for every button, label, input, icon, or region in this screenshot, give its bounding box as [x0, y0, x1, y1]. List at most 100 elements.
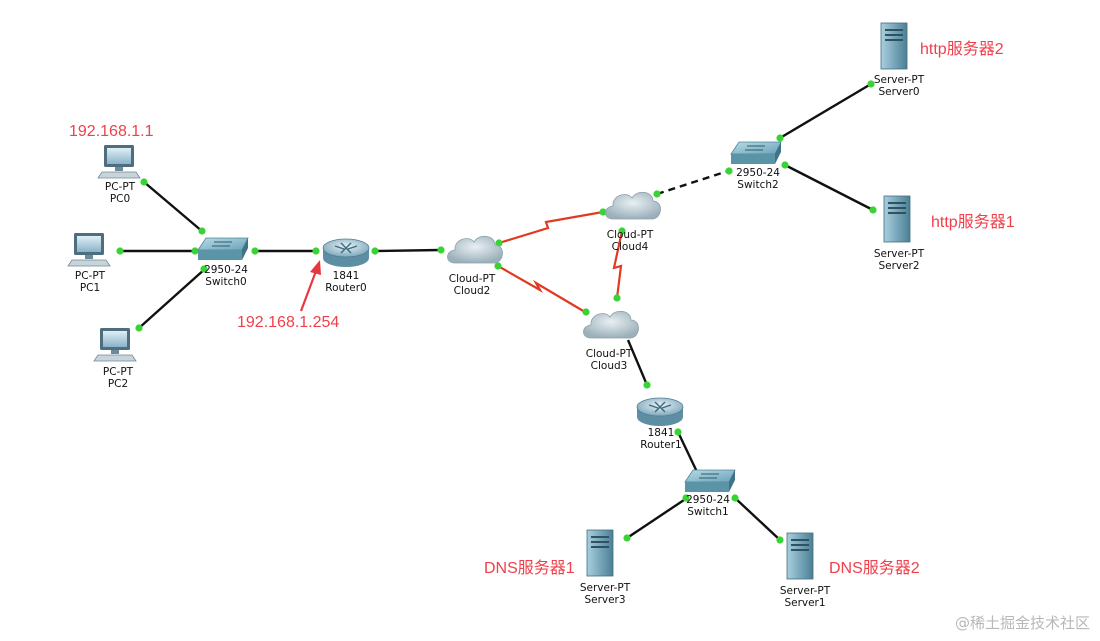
port-light: [618, 227, 626, 235]
device-label-pc0: PC-PT PC0: [98, 181, 142, 205]
port-light: [674, 428, 682, 436]
switch-icon[interactable]: [684, 469, 736, 492]
device-name: Cloud3: [590, 360, 628, 372]
device-label-cloud2: Cloud-PT Cloud2: [443, 273, 501, 297]
device-model: Server-PT: [779, 585, 831, 597]
device-name: Switch0: [205, 276, 247, 288]
annotation-pc0-ip: 192.168.1.1: [69, 123, 154, 140]
device-name: Server3: [584, 594, 626, 606]
port-light: [116, 247, 124, 255]
port-light: [200, 265, 208, 273]
device-label-cloud4: Cloud-PT Cloud4: [601, 229, 659, 253]
port-light: [731, 494, 739, 502]
link-cloud4-switch2: [656, 169, 729, 196]
port-light: [135, 324, 143, 332]
device-label-switch0: 2950-24 Switch0: [198, 264, 254, 288]
device-model: Cloud-PT: [585, 348, 633, 360]
port-light: [725, 167, 733, 175]
device-model: 2950-24: [204, 264, 248, 276]
device-model: 1841: [332, 270, 360, 282]
port-light: [599, 208, 607, 216]
device-label-switch2: 2950-24 Switch2: [730, 167, 786, 191]
device-name: Router0: [325, 282, 367, 294]
port-light: [251, 247, 259, 255]
link-switch1-server3: [626, 497, 688, 539]
server-icon[interactable]: [586, 529, 614, 577]
port-light: [682, 494, 690, 502]
port-light: [867, 80, 875, 88]
pc-icon[interactable]: [93, 328, 137, 362]
pc-icon[interactable]: [67, 233, 111, 267]
link-router0-cloud2: [374, 248, 442, 253]
port-light: [613, 294, 621, 302]
annotation-http-server-2: http服务器2: [920, 41, 1004, 58]
cloud-icon[interactable]: [447, 235, 503, 264]
port-light: [653, 190, 661, 198]
server-icon[interactable]: [786, 532, 814, 580]
link-switch2-server2: [784, 163, 874, 212]
annotation-http-server-1: http服务器1: [931, 214, 1015, 231]
watermark: @稀土掘金技术社区: [954, 614, 1090, 632]
device-label-cloud3: Cloud-PT Cloud3: [580, 348, 638, 372]
port-light: [869, 206, 877, 214]
device-model: PC-PT: [102, 366, 134, 378]
port-light: [494, 262, 502, 270]
device-model: 1841: [647, 427, 675, 439]
server-icon[interactable]: [883, 195, 911, 243]
device-name: PC1: [79, 282, 101, 294]
device-label-server3: Server-PT Server3: [570, 582, 640, 606]
cloud-icon[interactable]: [583, 310, 639, 339]
pc-icon[interactable]: [97, 145, 141, 179]
annotation-router0-ip: 192.168.1.254: [237, 314, 340, 331]
device-name: Server1: [784, 597, 826, 609]
serial-cloud4-cloud3: [612, 230, 624, 299]
device-model: 2950-24: [736, 167, 780, 179]
device-model: PC-PT: [104, 181, 136, 193]
annotation-dns-server-1: DNS服务器1: [484, 560, 575, 577]
device-label-switch1: 2950-24 Switch1: [680, 494, 736, 518]
link-pc0-switch0: [143, 181, 204, 233]
switch-icon[interactable]: [730, 141, 782, 164]
device-name: Server2: [878, 260, 920, 272]
cloud-icon[interactable]: [605, 191, 661, 220]
link-pc2-switch0: [138, 267, 207, 329]
port-light: [582, 308, 590, 316]
annotation-arrow: [299, 260, 321, 312]
device-label-pc1: PC-PT PC1: [68, 270, 112, 294]
link-switch2-server0: [779, 82, 872, 140]
device-model: Cloud-PT: [606, 229, 654, 241]
link-switch1-server1: [734, 497, 781, 541]
port-light: [312, 247, 320, 255]
port-light: [140, 178, 148, 186]
port-light: [191, 247, 199, 255]
device-name: Cloud2: [453, 285, 491, 297]
device-label-server2: Server-PT Server2: [864, 248, 934, 272]
router-icon[interactable]: [636, 397, 684, 426]
serial-cloud2-cloud3: [497, 265, 586, 313]
device-model: Server-PT: [873, 74, 925, 86]
device-model: Server-PT: [873, 248, 925, 260]
port-light: [198, 227, 206, 235]
device-model: 2950-24: [686, 494, 730, 506]
device-name: PC0: [109, 193, 131, 205]
serial-cloud2-cloud4: [498, 210, 604, 245]
device-name: PC2: [107, 378, 129, 390]
device-name: Switch1: [687, 506, 729, 518]
device-label-router1: 1841 Router1: [633, 427, 689, 451]
port-indicators: [116, 80, 877, 544]
router-icon[interactable]: [322, 238, 370, 267]
device-label-pc2: PC-PT PC2: [96, 366, 140, 390]
server-icon[interactable]: [880, 22, 908, 70]
port-light: [781, 161, 789, 169]
device-name: Switch2: [737, 179, 779, 191]
link-cloud3-router1: [626, 339, 649, 386]
switch-icon[interactable]: [197, 237, 249, 260]
device-label-server1: Server-PT Server1: [770, 585, 840, 609]
device-model: Cloud-PT: [448, 273, 496, 285]
port-light: [495, 239, 503, 247]
device-model: Server-PT: [579, 582, 631, 594]
device-name: Cloud4: [611, 241, 649, 253]
device-label-server0: Server-PT Server0: [864, 74, 934, 98]
device-model: PC-PT: [74, 270, 106, 282]
